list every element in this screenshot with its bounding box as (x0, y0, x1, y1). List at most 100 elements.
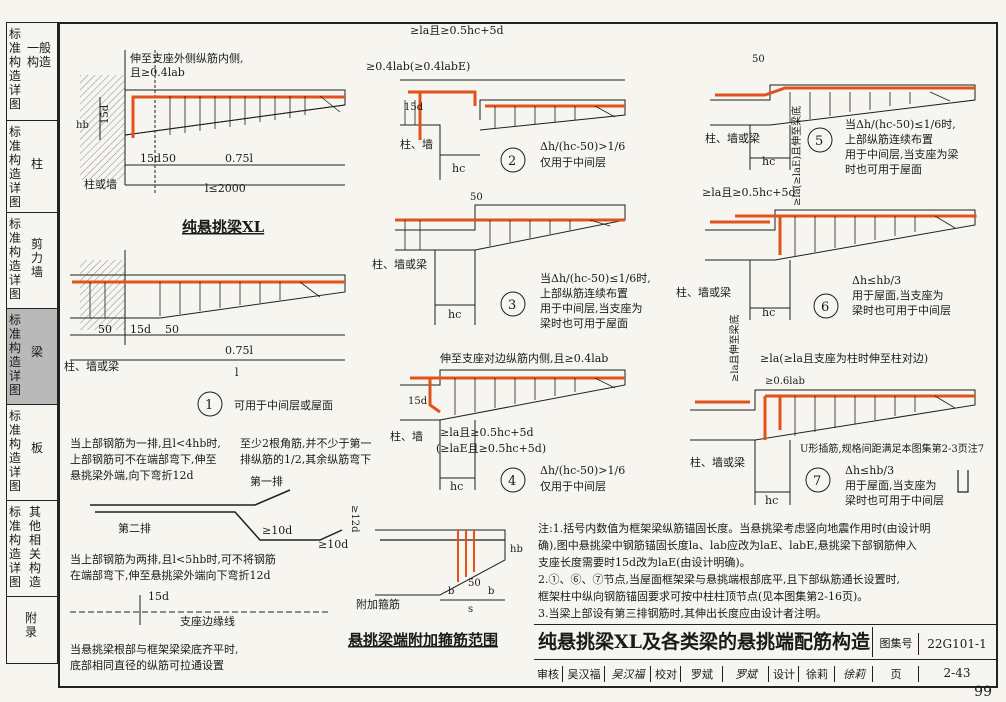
stirrup-s: s (468, 604, 473, 615)
mid-note-3a: 当上部钢筋为两排,且l<5hb时,可不将钢筋 (70, 552, 276, 566)
d5-note-3: 用于中间层,当支座为梁 (845, 147, 959, 161)
tab-sub-label: 柱 (31, 157, 44, 171)
xl-note-2: 且≥0.4lab (130, 66, 185, 79)
xl-15d: 15d (100, 104, 111, 124)
d4-top: 伸至支座对边纵筋内侧,且≥0.4lab (440, 351, 608, 365)
d3-50: 50 (470, 192, 483, 203)
detail-4 (400, 369, 626, 493)
d4-number: 4 (508, 474, 516, 489)
d7-number: 7 (813, 474, 821, 489)
note-line: 框架柱中纵向钢筋锚固要求可按中柱柱顶节点(见本图集第2-16页)。 (538, 590, 869, 603)
d6-note-2: 用于屋面,当支座为 (852, 288, 944, 302)
d7-support: 柱、墙或梁 (690, 455, 745, 469)
tab-std-label: 标准构造详图 (9, 125, 22, 209)
d6-hc: hc (762, 306, 775, 319)
checker-signature: 罗斌 (724, 666, 769, 682)
tab-sub-label: 梁 (31, 345, 44, 359)
d3-number: 3 (508, 298, 516, 313)
general-notes: 注:1.括号内数值为框架梁纵筋锚固长度。当悬挑梁考虑竖向地震作用时(由设计明 确… (538, 520, 993, 622)
tab-std-label: 标准构造详图 (9, 409, 22, 493)
d3-note-2: 上部纵筋连续布置 (540, 286, 628, 300)
d4-support: 柱、墙 (390, 429, 423, 443)
mid-12d: ≥12d (349, 505, 360, 533)
stirrup-b1: b (448, 586, 454, 597)
d7-ubar: U形插筋,规格间距满足本图集第2-3页注7 (800, 442, 984, 455)
stirrup-b2: b (488, 586, 494, 597)
check-label: 校对 (652, 666, 681, 682)
d2-number: 2 (508, 154, 516, 169)
d4-note-2: 仅用于中间层 (540, 480, 606, 493)
tab-appendix[interactable]: 附录 (7, 597, 57, 663)
drawing-title: 纯悬挑梁XL及各类梁的悬挑端配筋构造 (536, 627, 873, 657)
stirrup-detail (375, 529, 506, 601)
d5-hc: hc (762, 155, 775, 168)
tab-beam[interactable]: 标准构造详图 梁 (7, 309, 57, 405)
d3-note-4: 梁时也可用于屋面 (540, 316, 628, 330)
stirrup-label: 附加箍筋 (356, 597, 400, 611)
d2-hc: hc (452, 162, 465, 175)
chapter-sidebar: 标准构造详图 一般构造 标准构造详图 柱 标准构造详图 剪力墙 标准构造详图 梁… (6, 22, 58, 664)
atlas-number: 22G101-1 (927, 637, 987, 651)
d6-note-1: Δh≤hb/3 (852, 274, 901, 287)
tab-sub-label: 剪力墙 (31, 237, 44, 279)
d1-dim-15d: 15d (130, 323, 151, 336)
d1-number: 1 (205, 398, 213, 413)
tab-sub-label: 其他相关构造 (29, 505, 42, 589)
d7-side: ≥la且伸至梁底 (728, 314, 741, 382)
d6-note-3: 梁时也可用于中间层 (852, 303, 951, 317)
tab-std-label: 标准构造详图 (9, 313, 22, 397)
d6-support: 柱、墙或梁 (676, 285, 731, 299)
d2-note-2: 仅用于中间层 (540, 156, 606, 169)
mid-note-2b: 排纵筋的1/2,其余纵筋弯下 (240, 452, 371, 466)
tab-general[interactable]: 标准构造详图 一般构造 (7, 23, 57, 121)
bot-note-2: 底部相同直径的纵筋可拉通设置 (70, 658, 224, 672)
d3-note-3: 用于中间层,当支座为 (540, 301, 643, 315)
tab-sub-label: 附录 (25, 611, 38, 639)
d2-top-dim: ≥la且≥0.5hc+5d (410, 24, 504, 37)
d2-left-dim: ≥0.4lab(≥0.4labE) (366, 60, 470, 73)
note-line: 2.①、⑥、⑦节点,当屋面框架梁与悬挑端根部底平,且下部纵筋通长设置时, (538, 573, 900, 586)
mid-10d-a: ≥10d (262, 524, 292, 537)
tab-column[interactable]: 标准构造详图 柱 (7, 121, 57, 213)
tab-other[interactable]: 标准构造详图 其他相关构造 (7, 501, 57, 597)
mid-note-2a: 至少2根角筋,并不少于第一 (240, 436, 372, 450)
tab-sub-label: 一般构造 (27, 41, 52, 69)
reviewer-signature: 吴汉福 (606, 666, 651, 682)
d1-support: 柱、墙或梁 (64, 359, 119, 373)
tab-std-label: 标准构造详图 (9, 27, 22, 111)
d6-number: 6 (821, 300, 829, 315)
drawing-frame (58, 22, 998, 688)
note-line: 确),图中悬挑梁中钢筋锚固长度la、lab应改为laE、labE,悬挑梁下部钢筋… (538, 539, 917, 552)
d7-note-1: Δh≤hb/3 (845, 464, 894, 477)
d1-dim-50b: 50 (165, 323, 179, 336)
xl-hb: hb (76, 120, 89, 131)
mid-10d-b: ≥10d (318, 538, 348, 551)
d7-hc: hc (765, 494, 778, 507)
xl-dim-075l: 0.75l (225, 152, 253, 165)
xl-dim-15d: 15d (140, 152, 161, 165)
page-label: 页 (874, 666, 919, 682)
detail-5 (710, 84, 976, 170)
tab-shear-wall[interactable]: 标准构造详图 剪力墙 (7, 213, 57, 309)
designer-signature: 徐莉 (836, 666, 873, 682)
xl-note-1: 伸至支座外侧纵筋内侧, (130, 51, 244, 65)
stirrup-hb: hb (510, 544, 523, 555)
detail-3 (395, 204, 626, 325)
d4-dim-2: (≥laE且≥0.5hc+5d) (436, 442, 546, 455)
design-label: 设计 (770, 666, 799, 682)
checker: 罗斌 (682, 666, 723, 682)
d1-note: 可用于中间层或屋面 (234, 399, 333, 412)
tab-std-label: 标准构造详图 (9, 217, 22, 301)
d4-hc: hc (450, 480, 463, 493)
tab-sub-label: 板 (31, 441, 44, 455)
mid-note-1c: 悬挑梁外端,向下弯折12d (70, 468, 194, 482)
d7-note-2: 用于屋面,当支座为 (845, 478, 937, 492)
tab-slab[interactable]: 标准构造详图 板 (7, 405, 57, 501)
d5-note-4: 时也可用于屋面 (845, 163, 922, 176)
review-label: 审核 (534, 666, 563, 682)
d7-note-3: 梁时也可用于中间层 (845, 493, 944, 507)
xl-title: 纯悬挑梁XL (182, 218, 265, 236)
detail-7 (690, 389, 976, 505)
